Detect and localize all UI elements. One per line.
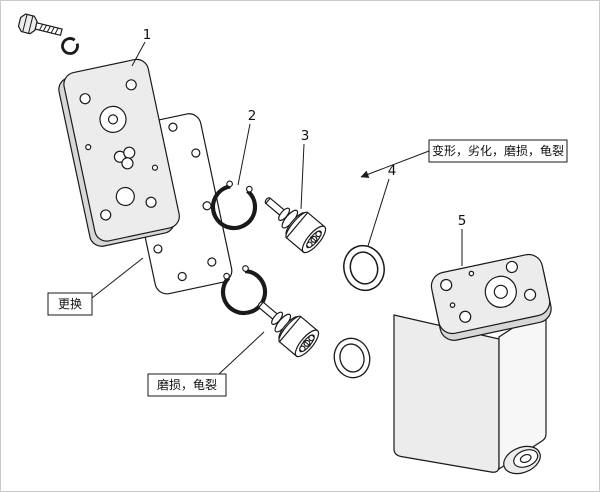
o-ring-lower bbox=[329, 333, 375, 383]
callout-deform-wear-crack: 变形，劣化，磨损，龟裂 bbox=[428, 139, 568, 163]
pump-body bbox=[393, 253, 552, 475]
callout-replace: 更换 bbox=[47, 292, 93, 316]
valve-plunger-lower bbox=[248, 290, 323, 361]
pump-outlet-port bbox=[503, 445, 541, 475]
callout-wear-crack-label: 磨损，龟裂 bbox=[157, 378, 217, 392]
part-number-2: 2 bbox=[248, 108, 257, 124]
bolt bbox=[17, 13, 63, 37]
callout-wear-crack: 磨损，龟裂 bbox=[147, 373, 227, 397]
pump-side-face bbox=[498, 304, 547, 471]
cover-plate bbox=[58, 58, 180, 247]
leader-line-3 bbox=[300, 143, 305, 210]
leader-line-1 bbox=[131, 41, 146, 67]
callout-replace-label: 更换 bbox=[58, 297, 82, 311]
pump-top-flange bbox=[430, 253, 552, 341]
part-number-3: 3 bbox=[301, 128, 310, 144]
part-number-1: 1 bbox=[143, 27, 152, 43]
callout-deform-wear-crack-label: 变形，劣化，磨损，龟裂 bbox=[432, 143, 564, 158]
valve-plunger-upper bbox=[255, 186, 330, 257]
part-number-4: 4 bbox=[388, 163, 397, 179]
part-number-5: 5 bbox=[458, 213, 467, 229]
leader-line-2 bbox=[237, 123, 251, 186]
o-ring-upper bbox=[338, 240, 390, 296]
leader-line-4 bbox=[367, 178, 390, 247]
leader-line-wear bbox=[218, 331, 265, 375]
lock-washer bbox=[61, 37, 79, 55]
leader-arrow-oring-note bbox=[360, 150, 430, 179]
leader-line-replace bbox=[91, 257, 144, 299]
